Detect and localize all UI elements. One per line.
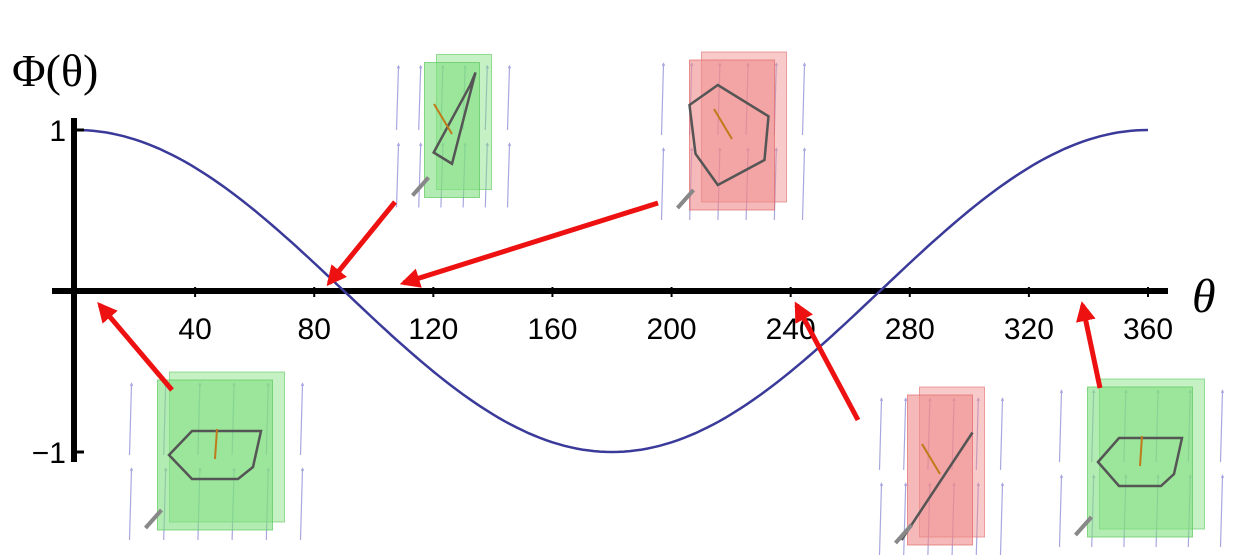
x-tick-label: 120 [408,313,458,346]
inset-box-front [689,59,775,211]
field-vector [903,482,908,556]
x-tick-label: 280 [885,313,935,346]
x-tick-label: 80 [298,313,331,346]
field-vector [878,397,884,471]
field-vector [418,142,423,208]
current-loop [167,429,263,481]
series-line-0 [75,128,1149,454]
inset-loop-red [660,51,807,221]
annotation-arrow [399,200,659,288]
annotation-arrow [326,200,397,287]
moment-vector [214,428,218,460]
y-axis-label: Φ(θ) [12,45,98,96]
inset-box-front [907,394,973,546]
field-vector [506,64,512,131]
field-vector [128,382,134,456]
moment-vector [713,108,733,140]
y-tick-label: −1 [32,437,66,470]
inset-loop-green [1058,378,1225,548]
field-vector [506,142,512,208]
moment-vector [433,103,453,135]
x-axis-label: θ [1192,270,1216,323]
field-vector [1058,389,1064,463]
loop-lead [144,508,163,530]
x-tick-label: 40 [178,313,211,346]
x-tick-label: 360 [1123,313,1173,346]
field-vector [801,147,807,221]
inset-loop-green [395,54,512,208]
field-vector [395,142,401,208]
loop-lead [676,188,695,210]
inset-loop-green [128,371,305,541]
field-vector [999,482,1005,556]
annotation-arrow [794,301,861,422]
y-tick-group: 1 −1 [32,115,84,470]
field-vector [660,147,666,221]
current-loop [900,431,974,541]
field-vector [484,64,490,131]
annotation-arrow [97,301,174,392]
moment-vector [921,443,941,475]
arrow-layer [97,200,1103,422]
x-tick-label: 160 [527,313,577,346]
field-vector [975,397,981,471]
y-tick-label: 1 [49,115,66,148]
field-vector [903,397,908,471]
field-vector [999,397,1005,471]
x-tick-label: 320 [1004,313,1054,346]
field-vector [660,62,666,136]
field-vector [299,467,305,541]
field-vector [1058,474,1064,548]
field-vector [299,382,305,456]
loop-lead [894,523,913,545]
field-vector [128,467,134,541]
inset-loop-red [878,386,1005,556]
current-loop [432,72,477,166]
moment-vector [1139,435,1143,467]
field-vector [1219,474,1225,548]
loop-lead [1074,515,1093,537]
field-vector [975,482,981,556]
field-vector [395,64,401,131]
annotation-arrow [1076,301,1103,389]
x-tick-label: 200 [647,313,697,346]
field-vector [1219,389,1225,463]
field-vector [484,142,490,208]
loop-lead [411,176,430,197]
field-vector [878,482,884,556]
inset-layer [128,51,1225,556]
field-vector [801,62,807,136]
current-loop [688,83,770,187]
current-loop [1096,436,1184,488]
field-vector [418,64,423,131]
